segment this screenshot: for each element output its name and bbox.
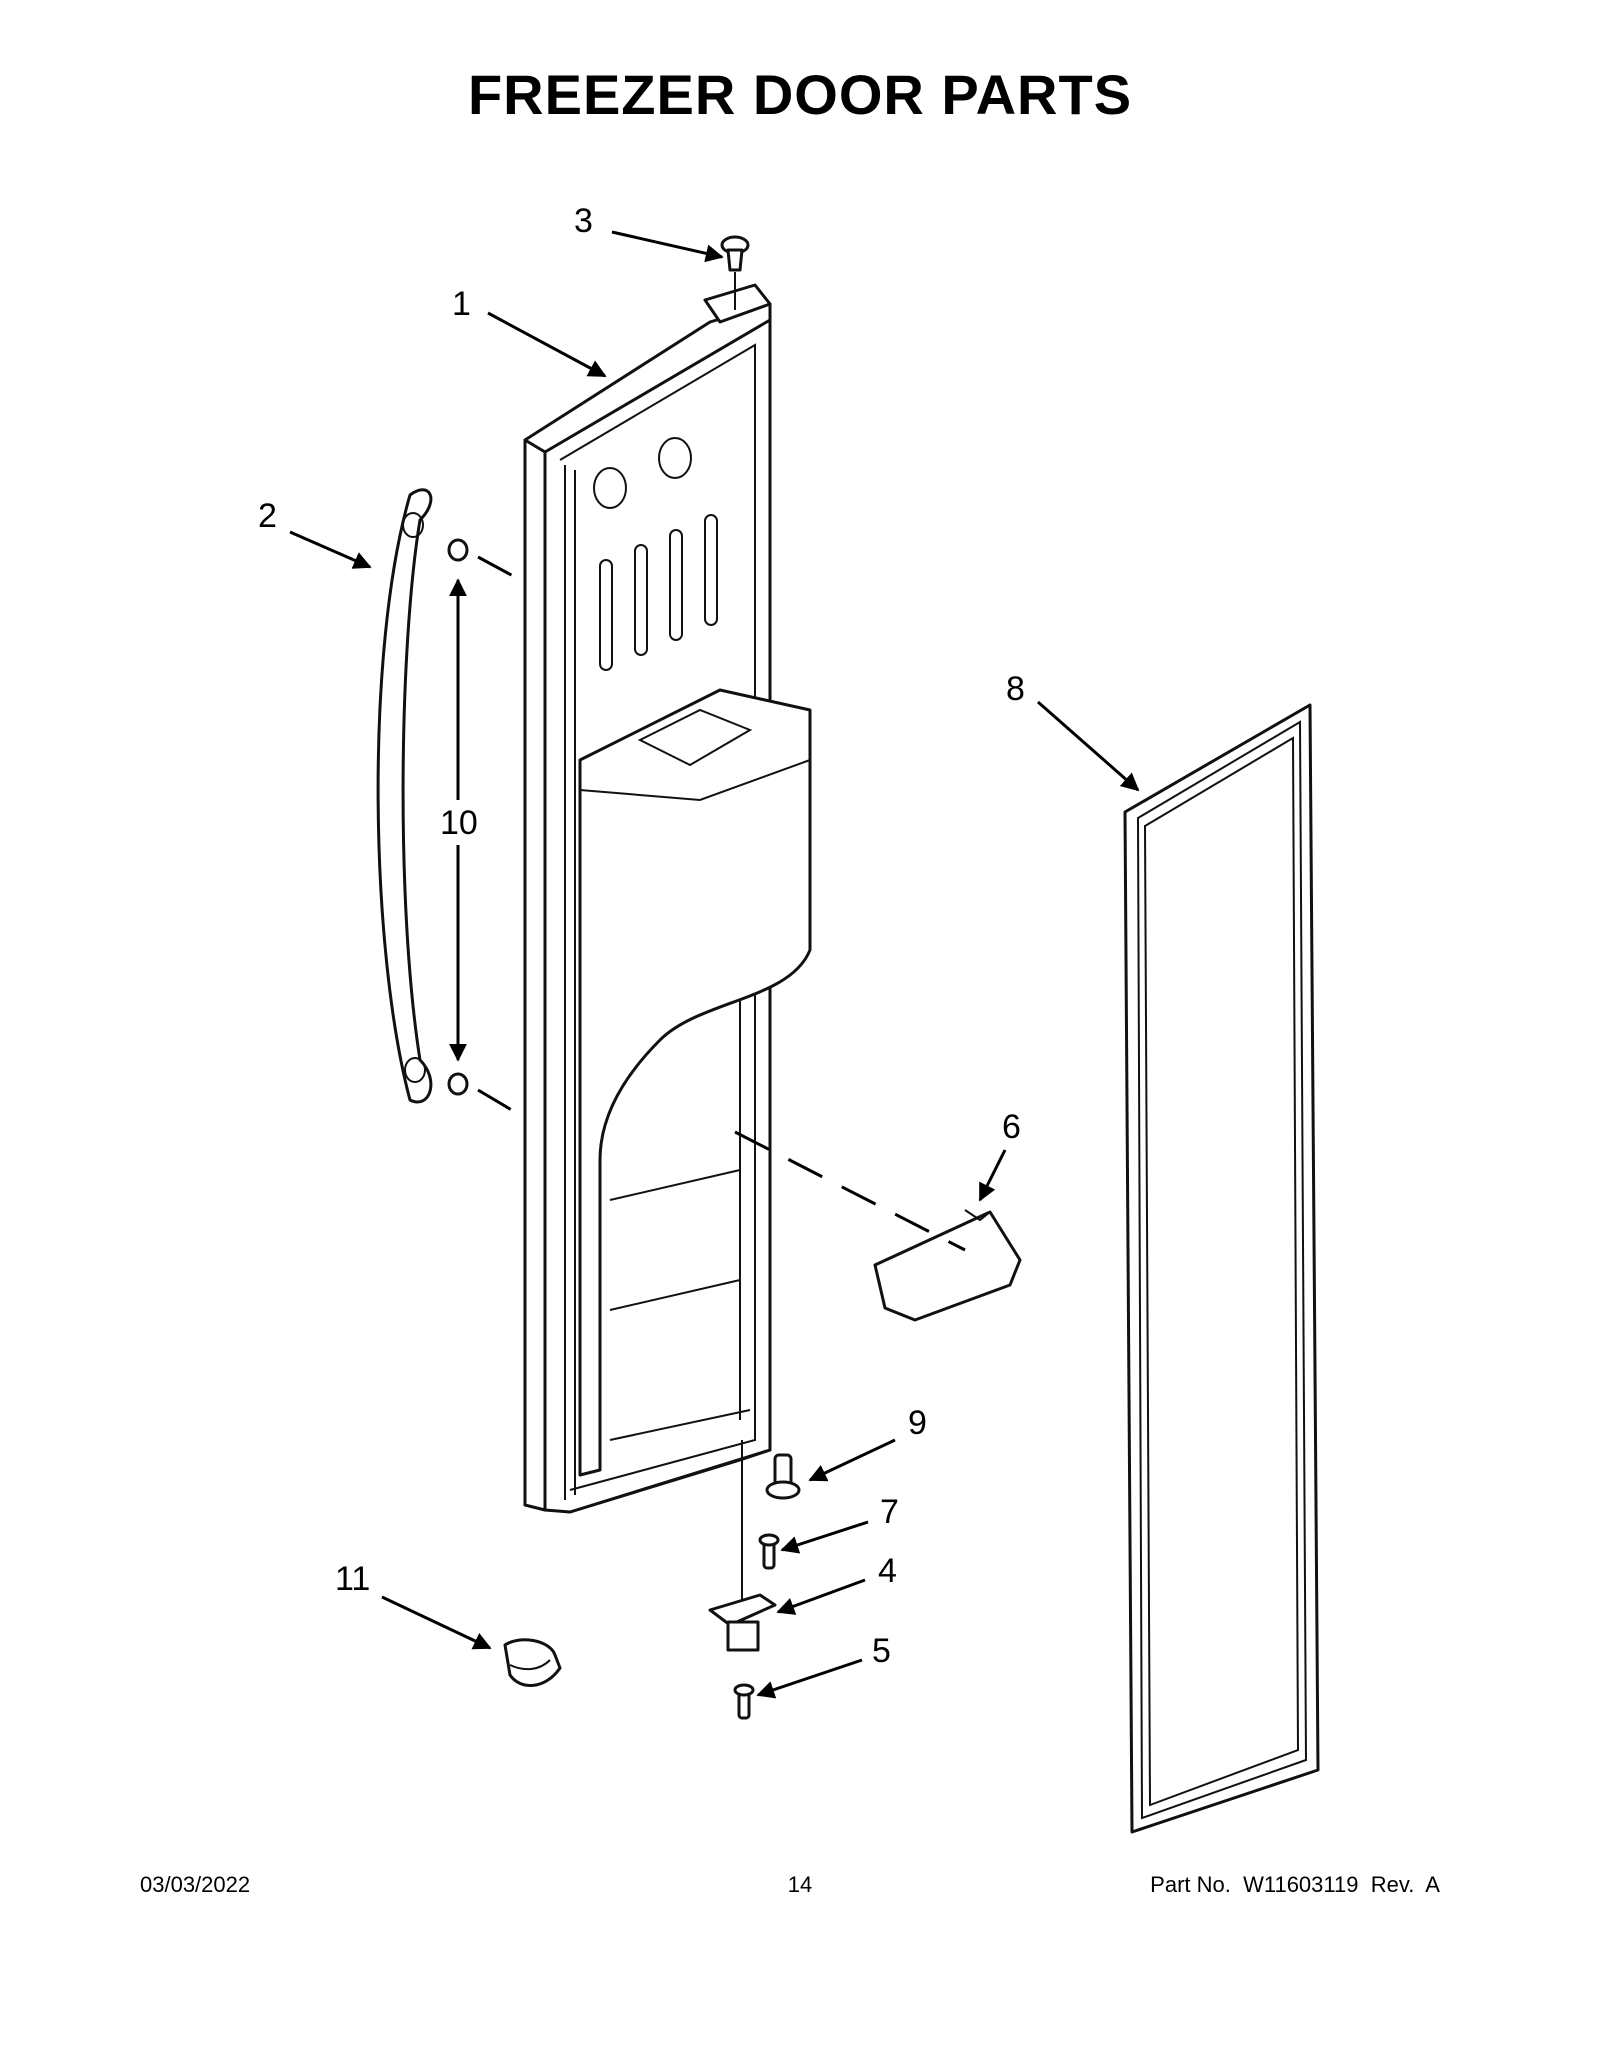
callout-4-arrow bbox=[776, 1578, 866, 1615]
callout-7-arrow bbox=[780, 1520, 869, 1554]
callout-11-arrow bbox=[381, 1595, 492, 1650]
footer-page-number: 14 bbox=[787, 1872, 813, 1897]
hinge-bracket-screw-part bbox=[733, 1683, 755, 1720]
callout-6: 6 bbox=[1002, 1108, 1021, 1146]
bottom-hinge-pin-part bbox=[765, 1453, 801, 1500]
callout-11: 11 bbox=[335, 1560, 370, 1598]
callout-5: 5 bbox=[872, 1632, 891, 1670]
hinge-pin-screw-part bbox=[758, 1533, 780, 1570]
callout-10: 10 bbox=[440, 804, 478, 842]
callout-1-arrow bbox=[487, 311, 607, 378]
handle-screw-leader-top bbox=[477, 555, 516, 579]
callout-2: 2 bbox=[258, 497, 277, 535]
door-handle-part bbox=[376, 488, 433, 1104]
dimension-label-bg bbox=[440, 800, 480, 845]
callout-6-arrow bbox=[978, 1149, 1007, 1202]
callout-1: 1 bbox=[452, 285, 471, 323]
page-title: FREEZER DOOR PARTS bbox=[467, 63, 1133, 126]
callout-8-arrow bbox=[1037, 700, 1140, 792]
handle-screw-leader-bottom bbox=[477, 1088, 516, 1114]
footer-part-number: Part No. W11603119 Rev. A bbox=[1150, 1872, 1440, 1897]
wire-clip-part bbox=[503, 1638, 562, 1687]
callout-9-arrow bbox=[808, 1438, 896, 1482]
callout-2-arrow bbox=[289, 530, 372, 569]
callout-8: 8 bbox=[1006, 670, 1025, 708]
callout-4: 4 bbox=[878, 1552, 897, 1590]
door-gasket-part bbox=[1123, 703, 1320, 1834]
bin-placement-leader bbox=[734, 1130, 966, 1252]
freezer-door-part bbox=[523, 283, 812, 1514]
footer-date: 03/03/2022 bbox=[140, 1872, 251, 1897]
callout-7: 7 bbox=[880, 1493, 899, 1531]
handle-mount-screw bbox=[447, 538, 469, 1096]
callout-5-arrow bbox=[756, 1658, 863, 1699]
callout-3: 3 bbox=[574, 202, 593, 240]
door-bin-part bbox=[873, 1209, 1022, 1322]
callout-3-arrow bbox=[611, 230, 724, 263]
callout-9: 9 bbox=[908, 1404, 927, 1442]
bottom-hinge-bracket-part bbox=[708, 1593, 777, 1652]
